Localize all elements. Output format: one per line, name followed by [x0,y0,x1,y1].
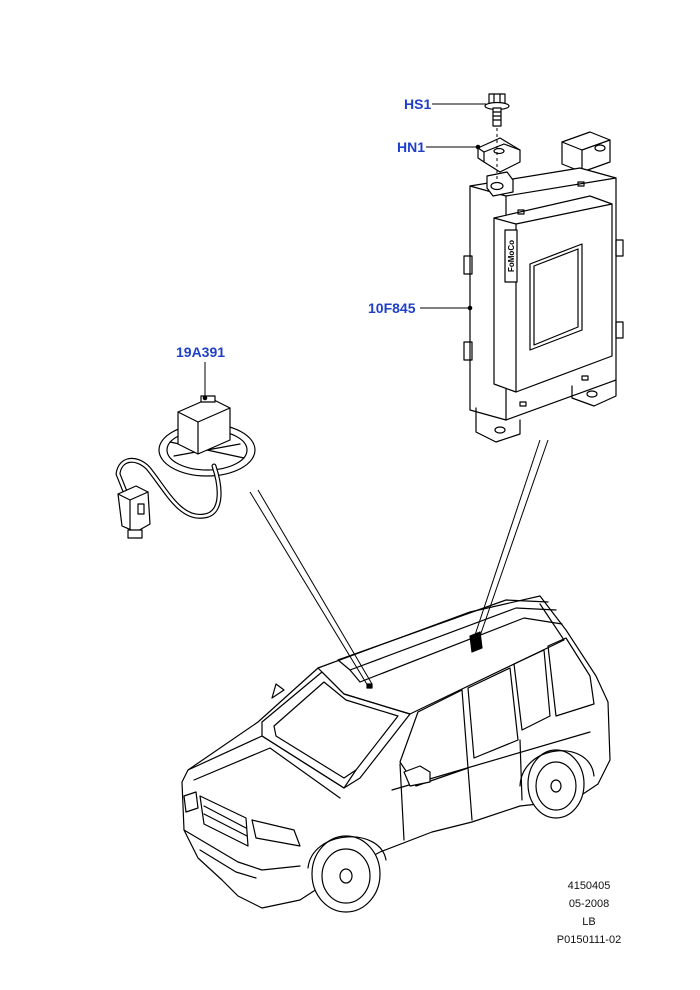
locator-line-antenna-a [249,491,369,687]
module-label: FoMoCo [507,240,516,272]
footer-ref: P0150111-02 [556,934,622,946]
antenna-19a391[interactable] [115,395,256,539]
callout-antenna[interactable]: 19A391 [176,344,226,360]
nut-clip-hn1[interactable] [477,137,521,173]
locator-line-module-b [479,439,549,637]
callout-hs1[interactable]: HS1 [404,96,432,112]
locator-line-antenna-b [257,489,373,685]
vehicle-illustration [181,595,611,913]
bolt-hs1[interactable] [484,93,510,127]
footer-region: LB [582,916,596,928]
callout-hn1[interactable]: HN1 [397,139,426,155]
footer-code: 4150405 [567,880,611,892]
locator-line-module-a [473,439,541,639]
callout-module[interactable]: 10F845 [368,300,416,316]
footer-date: 05-2008 [568,898,610,910]
module-10f845[interactable] [463,131,624,443]
